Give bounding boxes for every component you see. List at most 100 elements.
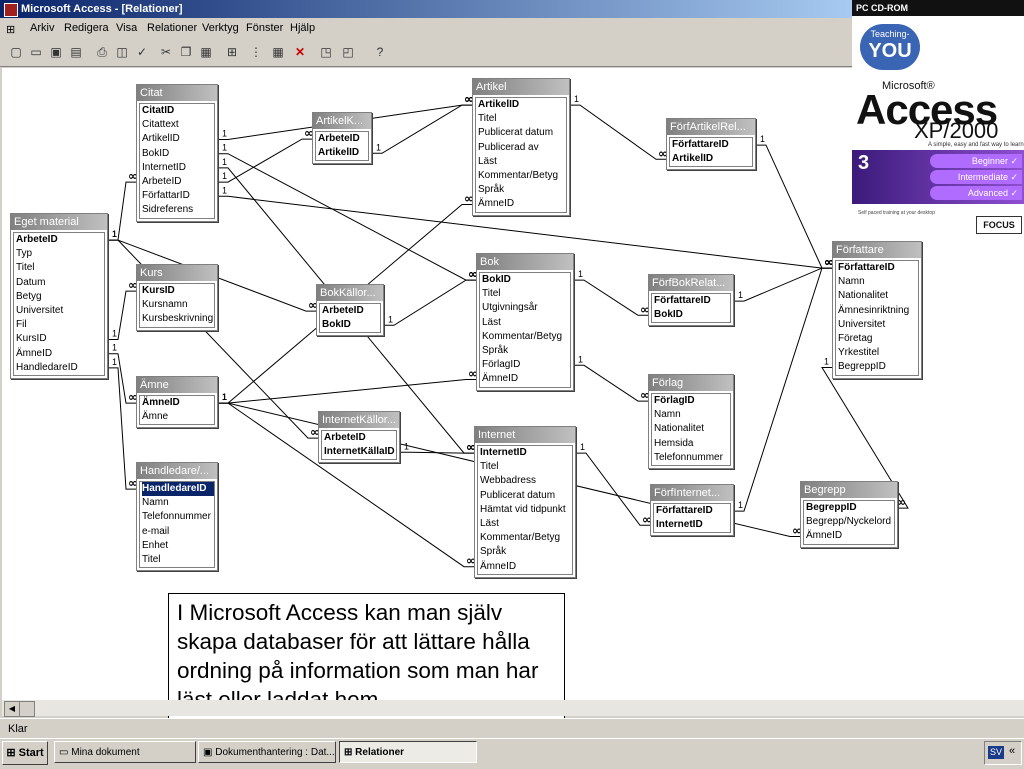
field-item[interactable]: BokID xyxy=(654,309,683,321)
scroll-left-arrow-icon[interactable]: ◀ xyxy=(4,701,20,717)
window-titlebar[interactable]: Microsoft Access - [Relationer] xyxy=(0,0,852,18)
menu-visa[interactable]: Visa xyxy=(116,22,138,34)
field-item[interactable]: Namn xyxy=(838,276,865,288)
field-item[interactable]: Publicerat datum xyxy=(478,127,554,139)
field-item[interactable]: ArtikelID xyxy=(318,147,360,159)
field-item[interactable]: ÄmneID xyxy=(142,397,180,408)
field-item[interactable]: HandledareID xyxy=(142,482,214,497)
menu-arkiv[interactable]: Arkiv xyxy=(30,22,55,34)
menu-verktyg[interactable]: Verktyg xyxy=(202,22,239,34)
table-title[interactable]: FörfInternet... xyxy=(651,485,733,501)
field-item[interactable]: Universitet xyxy=(838,318,886,330)
field-item[interactable]: BegreppID xyxy=(806,502,857,513)
menu-relationer[interactable]: Relationer xyxy=(147,22,198,34)
field-item[interactable]: InternetKällaID xyxy=(324,446,395,458)
new-icon[interactable]: ▢ xyxy=(10,45,22,59)
field-item[interactable]: ÄmneID xyxy=(480,560,517,572)
print-preview-icon[interactable]: ◫ xyxy=(116,45,128,59)
table-title[interactable]: Eget material xyxy=(11,214,107,230)
field-item[interactable]: InternetID xyxy=(656,519,703,531)
field-item[interactable]: Publicerad av xyxy=(478,141,539,153)
table-title[interactable]: Handledare/... xyxy=(137,463,217,479)
field-item[interactable]: Betyg xyxy=(16,290,42,302)
field-item[interactable]: KursID xyxy=(142,285,175,296)
field-item[interactable]: FörlagID xyxy=(654,395,695,406)
open-icon[interactable]: ▭ xyxy=(30,45,42,59)
field-item[interactable]: Titel xyxy=(16,262,35,274)
table-title[interactable]: FörfBokRelat... xyxy=(649,275,733,291)
field-item[interactable]: Kommentar/Betyg xyxy=(478,170,559,182)
task-mina-dokument[interactable]: ▭ Mina dokument xyxy=(54,741,196,763)
table-title[interactable]: Begrepp xyxy=(801,482,897,498)
new-object-icon[interactable]: ◳ xyxy=(320,45,332,59)
field-item[interactable]: Yrkestitel xyxy=(838,347,880,359)
field-item[interactable]: Hemsida xyxy=(654,437,694,449)
table-title[interactable]: Kurs xyxy=(137,265,217,281)
table-title[interactable]: Citat xyxy=(137,85,217,101)
field-item[interactable]: ArbeteID xyxy=(142,176,182,188)
field-item[interactable]: Kursbeskrivning xyxy=(142,313,214,325)
field-item[interactable]: ArbeteID xyxy=(322,305,364,316)
field-item[interactable]: FörfattareID xyxy=(654,295,711,306)
table-title[interactable]: Ämne xyxy=(137,377,217,393)
field-item[interactable]: Namn xyxy=(654,409,681,421)
field-item[interactable]: Nationalitet xyxy=(838,290,889,302)
copy-icon[interactable]: ❐ xyxy=(180,45,192,59)
horizontal-scrollbar[interactable]: ◀ xyxy=(2,700,1024,717)
field-item[interactable]: e-mail xyxy=(142,525,170,537)
field-item[interactable]: BokID xyxy=(322,319,351,331)
field-item[interactable]: Enhet xyxy=(142,539,169,551)
field-item[interactable]: ÄmneID xyxy=(806,530,843,542)
field-item[interactable]: ÄmneID xyxy=(16,347,53,359)
field-item[interactable]: Läst xyxy=(478,155,497,167)
office-links-icon[interactable]: ◰ xyxy=(342,45,354,59)
field-item[interactable]: Begrepp/Nyckelord xyxy=(806,516,892,528)
show-table-icon[interactable]: ⊞ xyxy=(226,45,238,59)
field-item[interactable]: BokID xyxy=(482,274,511,285)
field-item[interactable]: Telefonnummer xyxy=(654,451,723,463)
field-item[interactable]: FörlagID xyxy=(482,359,521,371)
field-item[interactable]: Ämnesinriktning xyxy=(838,304,910,316)
field-item[interactable]: Hämtat vid tidpunkt xyxy=(480,503,566,515)
task-dokumenthantering[interactable]: ▣ Dokumenthantering : Dat... xyxy=(198,741,336,763)
field-item[interactable]: BegreppID xyxy=(838,361,886,373)
language-indicator[interactable]: SV xyxy=(988,746,1005,759)
field-item[interactable]: Språk xyxy=(480,546,507,558)
field-list[interactable]: ArbeteID BokID xyxy=(319,303,381,334)
field-item[interactable]: CitatID xyxy=(142,105,175,116)
menu-fonster[interactable]: Fönster xyxy=(246,22,284,34)
field-item[interactable]: BokID xyxy=(142,147,170,159)
paste-icon[interactable]: ▦ xyxy=(200,45,212,59)
field-item[interactable]: Företag xyxy=(838,333,873,345)
field-item[interactable]: Läst xyxy=(480,518,499,530)
table-title[interactable]: Förlag xyxy=(649,375,733,391)
table-title[interactable]: Bok xyxy=(477,254,573,270)
field-item[interactable]: Utgivningsår xyxy=(482,302,538,314)
show-direct-icon[interactable]: ⋮ xyxy=(250,45,262,59)
field-item[interactable]: Universitet xyxy=(16,305,64,317)
field-item[interactable]: InternetID xyxy=(480,447,527,458)
delete-icon[interactable]: ✕ xyxy=(294,45,306,59)
field-item[interactable]: Språk xyxy=(482,345,509,357)
print-icon[interactable]: ⎙ xyxy=(97,45,107,59)
cut-icon[interactable]: ✂ xyxy=(160,45,172,59)
field-item[interactable]: ArtikelID xyxy=(672,153,714,165)
field-item[interactable]: Titel xyxy=(480,461,499,473)
